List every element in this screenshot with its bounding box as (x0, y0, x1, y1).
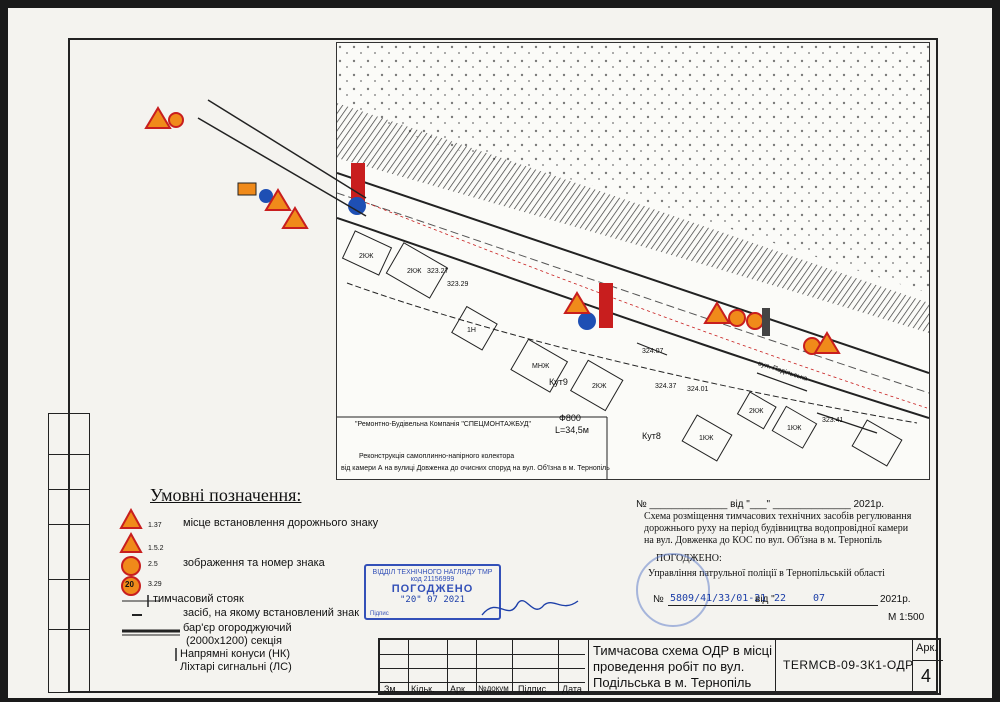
legend-label: (2000x1200) секція (186, 635, 282, 647)
prohibition-sign-icon (121, 556, 141, 576)
tb-header-signature: Підпис (518, 684, 547, 694)
site-plan-map: "Ремонтно-Будівельна Компанія "СПЕЦМОНТА… (336, 42, 930, 480)
drawing-sheet: "Ремонтно-Будівельна Компанія "СПЕЦМОНТА… (8, 8, 992, 698)
legend-sign-icons (119, 508, 143, 596)
drawing-frame (68, 38, 938, 693)
site-plan-drawing (337, 43, 929, 479)
legend-label: Напрямні конуси (НК) (180, 648, 290, 660)
scale-label: М 1:500 (888, 612, 925, 623)
reg-month: 07 (813, 593, 826, 604)
drawing-code: TERMCB-09-ЗК1-ОДР (783, 658, 914, 672)
tb-header-sheet: Арк. (450, 684, 468, 694)
elevation-label: 324.07 (642, 348, 664, 355)
approval-number-line: № ______________ від "___" _____________… (636, 499, 885, 510)
legend-code: 3.29 (148, 581, 162, 588)
legend-label: бар'єр огороджуючий (183, 622, 292, 634)
well-label-8: Кут8 (642, 431, 661, 441)
building-label: МНЖ (532, 363, 550, 370)
stamp-line-1: ВІДДІЛ ТЕХНІЧНОГО НАГЛЯДУ ТМР (372, 569, 493, 576)
reg-number: 5809/41/33/01-21 (670, 593, 767, 604)
building-label: 2КЖ (749, 408, 764, 415)
scheme-description: Схема розміщення тимчасових технічних за… (644, 511, 912, 546)
length-label: L=34,5м (555, 425, 589, 435)
elevation-label: 323.29 (447, 281, 469, 288)
stamp-line-3: ПОГОДЖЕНО (391, 583, 474, 595)
well-label-9: Кут9 (549, 377, 568, 387)
legend-code: 1.5.2 (148, 545, 164, 552)
building-label: 1Н (467, 327, 476, 334)
building-label: 2КЖ (359, 253, 374, 260)
reg-day: 22 (774, 593, 787, 604)
drawing-title: Тимчасова схема ОДР в місці проведення р… (593, 643, 773, 690)
stamp-line-2: код 21156999 (410, 576, 455, 583)
approval-stamp: ВІДДІЛ ТЕХНІЧНОГО НАГЛЯДУ ТМР код 211569… (364, 564, 501, 620)
legend-label: Ліхтарі сигнальні (ЛС) (180, 661, 292, 673)
legend-code: 2.5 (148, 561, 158, 568)
tb-header-date: Дата (562, 684, 582, 694)
legend-label: засіб, на якому встановлений знак (183, 607, 360, 619)
stamp-signature-label: Підпис (370, 611, 389, 617)
speed-limit-value: 20 (125, 580, 134, 589)
building-label: 2КЖ (407, 268, 422, 275)
tb-header-qty: Кільк. (411, 684, 435, 694)
pipe-label: Ф800 (559, 413, 581, 423)
map-sign-markers (348, 163, 841, 355)
tb-header-change: Зм. (384, 684, 399, 694)
tb-header-doc: №докум (478, 684, 509, 693)
police-round-stamp (636, 553, 710, 627)
contractor-label: "Ремонтно-Будівельна Компанія "СПЕЦМОНТА… (355, 421, 532, 428)
reg-year: 2021р. (880, 594, 911, 605)
speed-limit-sign-icon (121, 576, 141, 596)
triangle-sign-icon (119, 531, 143, 553)
project-line-1: Реконструкція самоплинно-напірного колек… (359, 453, 515, 460)
margin-stamp-box (48, 413, 90, 693)
building-label: 1КЖ (787, 425, 802, 432)
elevation-label: 323.27 (427, 268, 449, 275)
stamp-date: "20" 07 2021 (399, 595, 466, 605)
sheet-number: 4 (921, 666, 932, 686)
elevation-label: 324.37 (655, 383, 677, 390)
project-line-2: від камери А на вулиці Довженка до очисн… (341, 465, 610, 472)
reg-prefix: № (653, 594, 664, 605)
warning-sign-icon (119, 508, 143, 529)
legend-label: зображення та номер знака (183, 557, 325, 569)
elevation-label: 323.41 (822, 417, 844, 424)
elevation-label: 324.01 (687, 386, 709, 393)
legend-title: Умовні позначення: (150, 485, 302, 505)
building-label: 2КЖ (592, 383, 607, 390)
handwritten-signature (481, 600, 579, 616)
authority-label: Управління патрульної поліції в Тернопіл… (648, 568, 885, 579)
title-block: Зм. Кільк. Арк. №докум Підпис Дата Тимча… (378, 638, 943, 695)
sheet-label: Арк. (916, 642, 938, 654)
building-label: 1КЖ (699, 435, 714, 442)
legend-label: місце встановлення дорожнього знаку (183, 517, 379, 529)
approach-road-drawing (144, 99, 367, 229)
legend-code: 1.37 (148, 522, 162, 529)
reg-from: від " (755, 594, 775, 605)
reg-underline (668, 605, 878, 606)
legend-line-icons (122, 595, 180, 661)
legend-label: тимчасовий стояк (153, 593, 244, 605)
